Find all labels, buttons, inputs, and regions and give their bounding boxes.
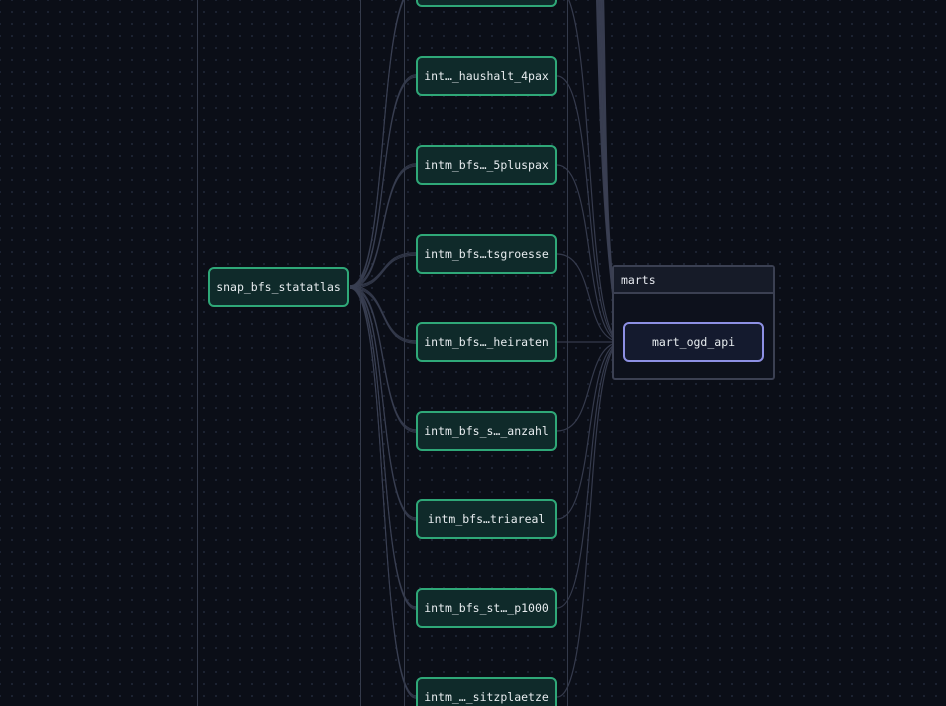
node-intm-p1000[interactable]: intm_bfs_st…_p1000 [416,588,557,628]
node-intm-heiraten[interactable]: intm_bfs…_heiraten [416,322,557,362]
node-mart-ogd-api[interactable]: mart_ogd_api [623,322,764,362]
node-snap-bfs-statatlas[interactable]: snap_bfs_statatlas [208,267,349,307]
marts-group-title: marts [614,267,773,294]
node-intm-tsgroesse[interactable]: intm_bfs…tsgroesse [416,234,557,274]
staging-group-box [197,0,361,706]
node-intm-anzahl[interactable]: intm_bfs_s…_anzahl [416,411,557,451]
intermediate-group-box [404,0,568,706]
node-intm-5pluspax[interactable]: intm_bfs…_5pluspax [416,145,557,185]
node-intm-sitzplaetze[interactable]: intm_…_sitzplaetze [416,677,557,706]
node-intm-haushalt-4pax[interactable]: int…_haushalt_4pax [416,56,557,96]
node-intm-triareal[interactable]: intm_bfs…triareal [416,499,557,539]
node-intm-top-partial[interactable] [416,0,557,7]
